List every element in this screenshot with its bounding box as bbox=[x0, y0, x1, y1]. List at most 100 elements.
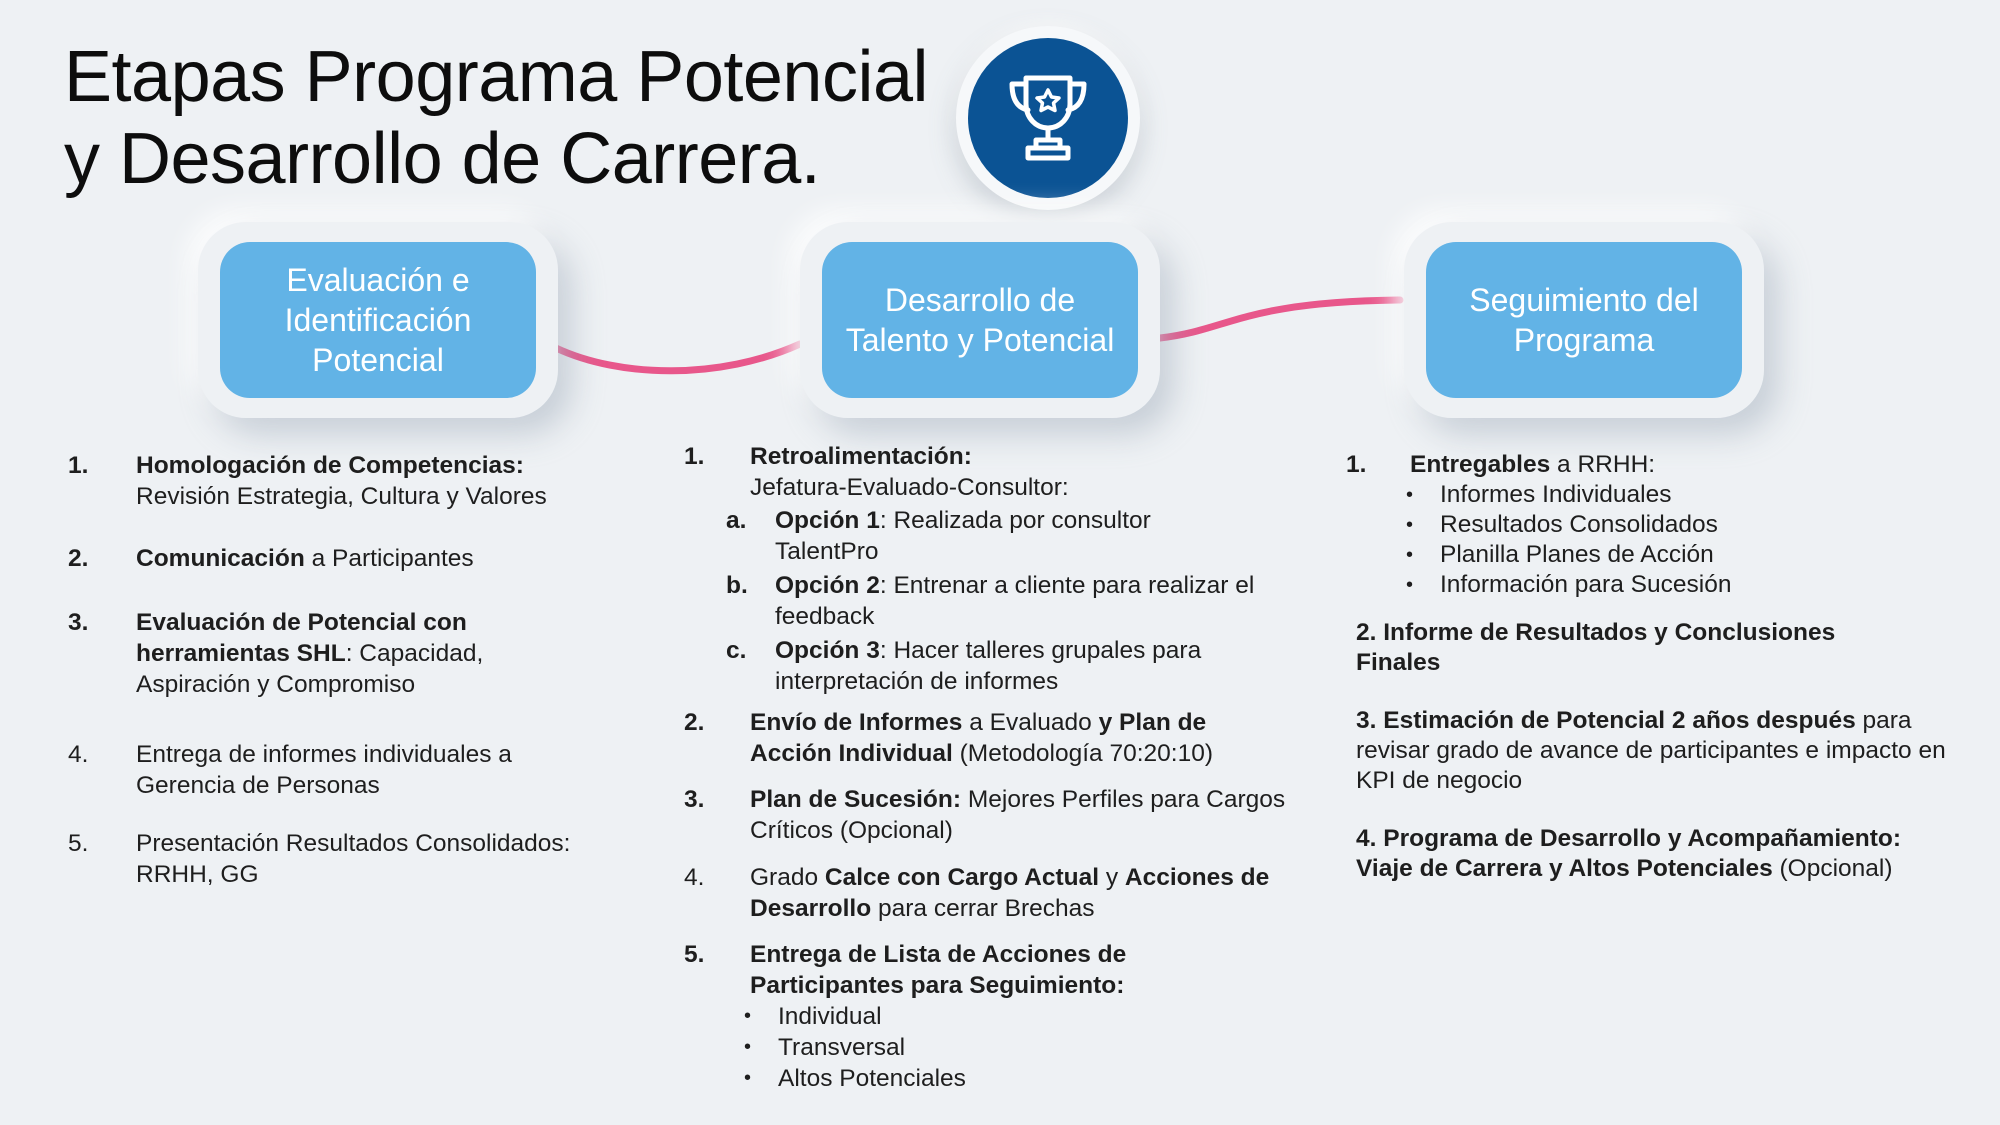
stage-2-box: Desarrollo de Talento y Potencial bbox=[822, 242, 1138, 398]
bullet-dot: • bbox=[1406, 484, 1414, 506]
option-item: b. Opción 2: Entrenar a cliente para rea… bbox=[684, 570, 1295, 632]
stage-1-card: Evaluación e Identificación Potencial bbox=[198, 222, 558, 418]
list-item-text: Revisión Estrategia, Cultura y Valores bbox=[136, 483, 547, 510]
column-evaluacion: 1. Homologación de Competencias: Revisió… bbox=[68, 450, 648, 890]
list-item: 5. Entrega de Lista de Acciones de Parti… bbox=[684, 939, 1250, 1094]
stage-1-label: Evaluación e Identificación Potencial bbox=[284, 262, 472, 378]
list-item: 1. Homologación de Competencias: Revisió… bbox=[68, 450, 648, 512]
list-item-bold: 3. Estimación de Potencial 2 años despué… bbox=[1356, 707, 1856, 734]
list-number: 1. bbox=[68, 452, 89, 479]
bullet-item: • Individual bbox=[684, 1001, 1250, 1032]
list-item: 4. Grado Calce con Cargo Actual y Accion… bbox=[684, 862, 1310, 924]
list-item-text: a Evaluado bbox=[962, 709, 1099, 736]
list-number: 3. bbox=[68, 609, 89, 636]
list-item-text: a Participantes bbox=[304, 545, 474, 572]
list-number: 4. bbox=[684, 864, 705, 891]
bullet-text: Individual bbox=[778, 1003, 882, 1030]
bullet-dot: • bbox=[744, 1005, 752, 1027]
list-number: 5. bbox=[68, 830, 89, 857]
list-item-text: Jefatura-Evaluado-Consultor: bbox=[750, 474, 1069, 501]
list-item-text: : Capacidad, Aspiración y Compromiso bbox=[136, 640, 484, 698]
trophy-star-icon bbox=[1009, 75, 1087, 161]
stage-2-label: Desarrollo de Talento y Potencial bbox=[845, 282, 1115, 358]
bullet-item: • Resultados Consolidados bbox=[1346, 510, 1966, 540]
bullet-text: Resultados Consolidados bbox=[1440, 511, 1718, 538]
list-item-bold: 2. Informe de Resultados y Conclusiones … bbox=[1356, 619, 1836, 676]
list-item: 3. Estimación de Potencial 2 años despué… bbox=[1346, 706, 1956, 796]
page-title-line-2: y Desarrollo de Carrera. bbox=[64, 119, 821, 199]
option-bold: Opción 3 bbox=[775, 637, 880, 664]
option-bold: Opción 1 bbox=[775, 507, 880, 534]
bullet-text: Informes Individuales bbox=[1440, 481, 1672, 508]
bullet-dot: • bbox=[744, 1067, 752, 1089]
list-item-bold: Envío de Informes bbox=[750, 709, 963, 736]
column-seguimiento: 1. Entregables a RRHH: • Informes Individ… bbox=[1346, 449, 1966, 884]
list-item-bold: Entregables bbox=[1410, 451, 1551, 478]
list-item-bold: Calce con Cargo Actual bbox=[824, 864, 1100, 891]
list-number: 1. bbox=[684, 443, 705, 470]
connector-line-2 bbox=[1156, 296, 1404, 342]
list-item: 4. Programa de Desarrollo y Acompañamien… bbox=[1346, 824, 1936, 884]
option-text: : Entrenar a cliente para realizar el fe… bbox=[775, 572, 1255, 630]
stage-3-card: Seguimiento del Programa bbox=[1404, 222, 1764, 418]
list-item-text: Mejores Perfiles para Cargos Críticos (O… bbox=[750, 786, 1286, 844]
list-item: 1. Retroalimentación: Jefatura-Evaluado-… bbox=[684, 441, 1304, 697]
bullet-text: Información para Sucesión bbox=[1440, 571, 1732, 598]
option-text: : Hacer talleres grupales para interpret… bbox=[775, 637, 1202, 695]
list-number: 5. bbox=[684, 941, 705, 968]
option-item: c. Opción 3: Hacer talleres grupales par… bbox=[684, 635, 1295, 697]
list-item: 2. Comunicación a Participantes bbox=[68, 543, 648, 574]
list-item-bold: Evaluación de Potencial con herramientas… bbox=[136, 609, 467, 667]
list-item-text: Grado bbox=[750, 864, 825, 891]
list-item-text: para revisar grado de avance de particip… bbox=[1356, 707, 1946, 794]
list-item-text: y bbox=[1099, 864, 1125, 891]
list-item: 2. Informe de Resultados y Conclusiones … bbox=[1346, 618, 1916, 678]
list-item-text: (Metodología 70:20:10) bbox=[952, 740, 1213, 767]
option-letter: b. bbox=[726, 572, 748, 599]
list-number: 2. bbox=[684, 709, 705, 736]
list-item: 4. Entrega de informes individuales a Ge… bbox=[68, 739, 576, 801]
list-item-bold: 4. Programa de Desarrollo y Acompañamien… bbox=[1356, 825, 1902, 882]
list-item: 3. Plan de Sucesión: Mejores Perfiles pa… bbox=[684, 784, 1290, 846]
page-title: Etapas Programa Potencial y Desarrollo d… bbox=[64, 36, 964, 200]
column-desarrollo: 1. Retroalimentación: Jefatura-Evaluado-… bbox=[684, 441, 1304, 1094]
option-letter: a. bbox=[726, 507, 747, 534]
list-item-bold: Comunicación bbox=[136, 545, 305, 572]
bullet-item: •Planilla Planes de Acción bbox=[1346, 540, 1966, 570]
bullet-text: Transversal bbox=[778, 1034, 906, 1061]
list-item: 3. Evaluación de Potencial con herramien… bbox=[68, 607, 556, 700]
list-item-text: (Opcional) bbox=[1772, 855, 1893, 882]
bullet-dot: • bbox=[1406, 574, 1414, 596]
list-item-text: Presentación Resultados Consolidados: RR… bbox=[136, 830, 571, 888]
option-bold: Opción 2 bbox=[775, 572, 880, 599]
option-letter: c. bbox=[726, 637, 747, 664]
list-item: 1. Entregables a RRHH: • Informes Individ… bbox=[1346, 449, 1966, 600]
bullet-item: • Transversal bbox=[684, 1032, 1250, 1063]
list-item-bold: Entrega de Lista de Acciones de Particip… bbox=[750, 941, 1127, 999]
options-list: a. Opción 1: Realizada por consultor Tal… bbox=[684, 505, 1304, 697]
bullet-dot: • bbox=[744, 1036, 752, 1058]
trophy-circle bbox=[968, 38, 1128, 198]
stage-3-label: Seguimiento del Programa bbox=[1469, 282, 1699, 358]
bullet-list: • Individual • Transversal • Altos Potencia… bbox=[684, 1001, 1250, 1094]
bullet-item: • Información para Sucesión bbox=[1346, 570, 1966, 600]
list-item-bold: y Plan de Acción Individual bbox=[750, 709, 1207, 767]
stage-3-box: Seguimiento del Programa bbox=[1426, 242, 1742, 398]
list-number: 2. bbox=[68, 545, 89, 572]
stage-1-box: Evaluación e Identificación Potencial bbox=[220, 242, 536, 398]
list-item-bold: Plan de Sucesión: bbox=[750, 786, 962, 813]
bullet-dot: • bbox=[1406, 514, 1414, 536]
list-number: 1. bbox=[1346, 451, 1367, 478]
list-item-bold: Retroalimentación: bbox=[750, 443, 972, 470]
bullet-item: • Altos Potenciales bbox=[684, 1063, 1250, 1094]
trophy-badge bbox=[956, 26, 1140, 210]
list-item-text: a RRHH: bbox=[1550, 451, 1656, 478]
bullet-text: Altos Potenciales bbox=[778, 1065, 966, 1092]
list-number: 4. bbox=[68, 741, 89, 768]
option-item: a. Opción 1: Realizada por consultor Tal… bbox=[684, 505, 1235, 567]
bullet-dot: • bbox=[1406, 544, 1414, 566]
list-number: 3. bbox=[684, 786, 705, 813]
option-text: : Realizada por consultor TalentPro bbox=[775, 507, 1151, 565]
list-item-text: Entrega de informes individuales a Geren… bbox=[136, 741, 512, 799]
page-title-line-1: Etapas Programa Potencial bbox=[64, 37, 928, 117]
